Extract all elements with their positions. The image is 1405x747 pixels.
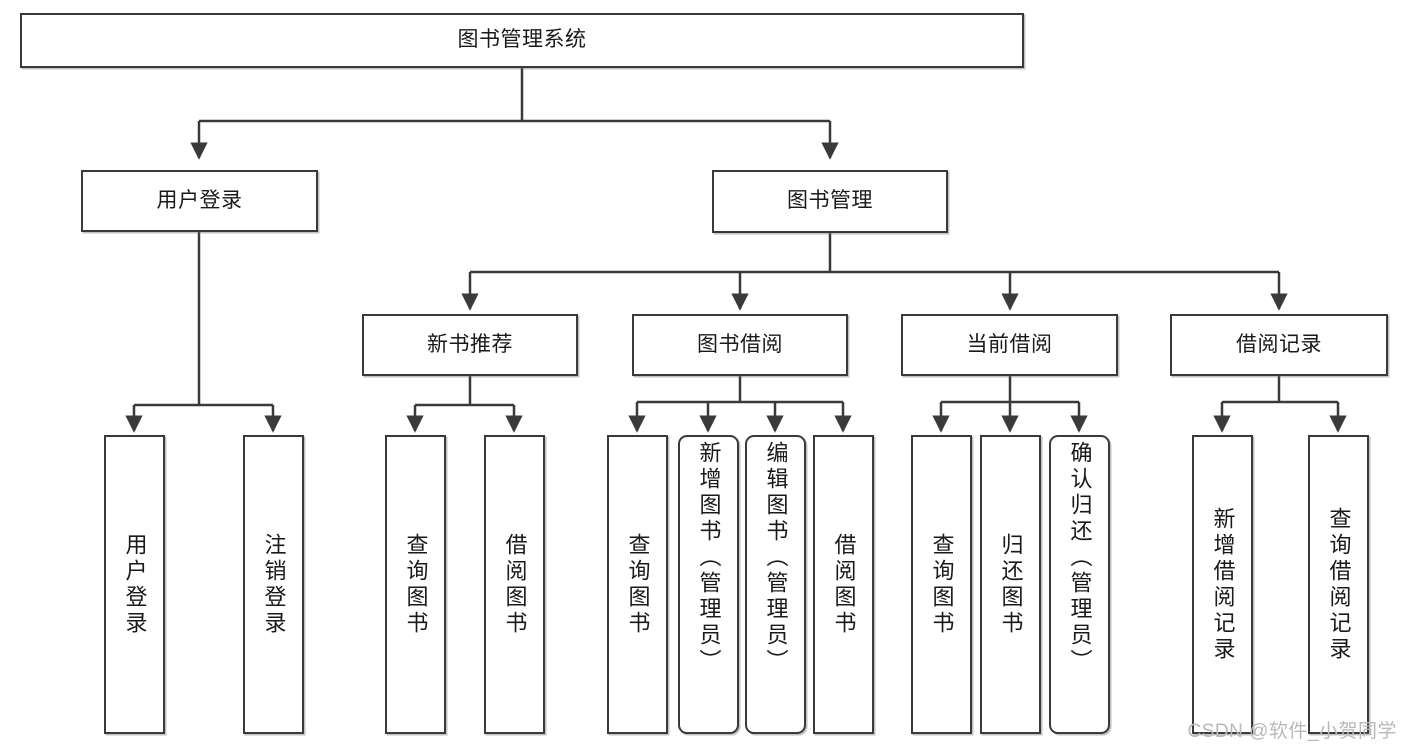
leaf-label: 归还图书 — [998, 532, 1024, 637]
leaf-label: 查询图书 — [403, 532, 429, 637]
leaf-current-query-book[interactable]: 查询图书 — [911, 435, 972, 734]
leaf-recommend-query-book[interactable]: 查询图书 — [385, 435, 446, 734]
node-borrow-record[interactable]: 借阅记录 — [1170, 314, 1388, 376]
node-user-login[interactable]: 用户登录 — [81, 170, 318, 232]
leaf-label: 查询图书 — [929, 532, 955, 637]
leaf-label: 查询图书 — [625, 532, 651, 637]
leaf-user-login-signout[interactable]: 注销登录 — [243, 435, 304, 734]
leaf-record-query-record[interactable]: 查询借阅记录 — [1308, 435, 1369, 734]
leaf-label: 用户登录 — [122, 532, 148, 637]
node-user-login-label: 用户登录 — [156, 188, 243, 212]
csdn-watermark: CSDN @软件_小贺同学 — [1187, 721, 1397, 742]
node-borrow-record-label: 借阅记录 — [1236, 332, 1322, 356]
leaf-label: 注销登录 — [261, 532, 287, 637]
leaf-borrow-add-book-admin[interactable]: 新增图书（管理员） — [678, 435, 739, 734]
leaf-label: 查询借阅记录 — [1326, 506, 1352, 663]
leaf-user-login-signin[interactable]: 用户登录 — [104, 435, 165, 734]
node-root-label: 图书管理系统 — [457, 28, 587, 52]
leaf-label: 新增图书（管理员） — [696, 441, 722, 675]
node-book-borrow[interactable]: 图书借阅 — [632, 314, 848, 376]
leaf-recommend-borrow-book[interactable]: 借阅图书 — [484, 435, 545, 734]
leaf-label: 确认归还（管理员） — [1067, 441, 1093, 675]
leaf-borrow-borrow-book[interactable]: 借阅图书 — [813, 435, 874, 734]
leaf-current-confirm-return-admin[interactable]: 确认归还（管理员） — [1049, 435, 1110, 734]
leaf-borrow-query-book[interactable]: 查询图书 — [607, 435, 668, 734]
node-current-borrow[interactable]: 当前借阅 — [901, 314, 1118, 376]
leaf-label: 编辑图书（管理员） — [763, 441, 789, 675]
node-current-borrow-label: 当前借阅 — [966, 332, 1053, 356]
leaf-current-return-book[interactable]: 归还图书 — [980, 435, 1041, 734]
node-root[interactable]: 图书管理系统 — [20, 13, 1024, 68]
node-book-management-label: 图书管理 — [787, 189, 873, 213]
node-book-management[interactable]: 图书管理 — [712, 170, 948, 233]
node-new-book-recommend[interactable]: 新书推荐 — [362, 314, 578, 376]
node-book-borrow-label: 图书借阅 — [697, 332, 783, 356]
node-new-book-recommend-label: 新书推荐 — [427, 332, 513, 356]
leaf-label: 借阅图书 — [502, 532, 528, 637]
leaf-record-add-record[interactable]: 新增借阅记录 — [1192, 435, 1253, 734]
leaf-label: 新增借阅记录 — [1210, 506, 1236, 663]
leaf-borrow-edit-book-admin[interactable]: 编辑图书（管理员） — [745, 435, 806, 734]
leaf-label: 借阅图书 — [831, 532, 857, 637]
